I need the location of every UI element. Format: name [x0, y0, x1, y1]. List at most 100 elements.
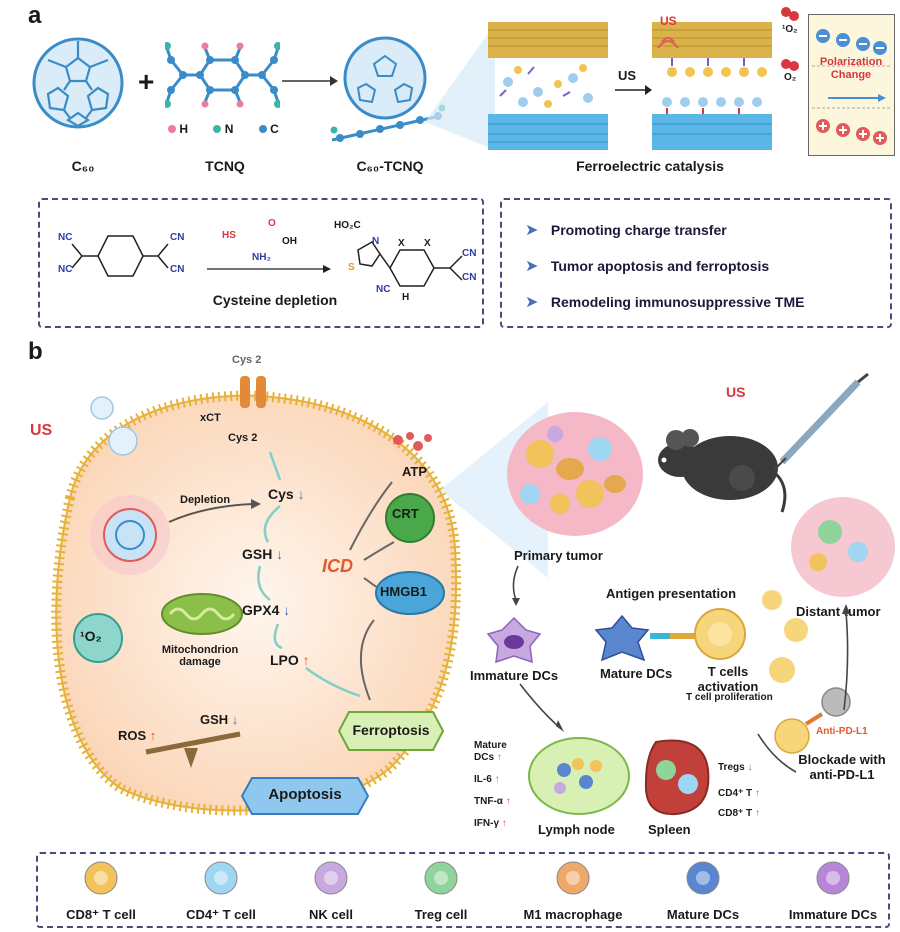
pdl1-cells [774, 687, 851, 754]
chevron-right-icon: ➤ [525, 222, 539, 239]
ferroelectric-catalysis-label: Ferroelectric catalysis [576, 158, 724, 174]
down-arrow-icon: ↓ [283, 602, 291, 618]
down-arrow-icon: ↓ [747, 762, 753, 773]
up-arrow-icon: ↑ [754, 788, 760, 799]
us-arrow [615, 85, 652, 95]
cn-right-bottom: CN [170, 264, 185, 275]
ln-marker-4: IFN-γ ↑ [474, 818, 526, 830]
spleen-marker-text: CD8⁺ T [718, 808, 753, 819]
cysteine-depletion-title: Cysteine depletion [212, 292, 338, 308]
c60-tcnq-label: C₆₀-TCNQ [356, 158, 424, 174]
atom-legend: H N C [168, 122, 279, 136]
atom-n-label: N [224, 122, 234, 136]
panel-b-letter: b [28, 338, 43, 365]
xct-label: xCT [200, 412, 221, 424]
nh2-label: NH₂ [252, 252, 271, 263]
proliferating-t-cells [762, 590, 808, 683]
depletion-arrow [207, 265, 331, 273]
cn-product-bottom: CN [462, 272, 477, 283]
lpo-text: LPO [270, 652, 299, 668]
reaction-arrow [282, 76, 338, 86]
spleen [644, 739, 710, 816]
immature-dcs-label: Immature DCs [470, 668, 559, 683]
mouse [658, 429, 787, 513]
mitochondrion-label: Mitochondrion damage [161, 644, 239, 668]
legend-label: Immature DCs [788, 907, 878, 922]
ferroptosis-badge [337, 711, 445, 751]
blockade-label: Blockade with anti-PD-L1 [798, 752, 886, 782]
benefit-item-2: ➤ Tumor apoptosis and ferroptosis [525, 256, 769, 276]
legend-swatch [556, 861, 590, 895]
syringe-icon [773, 372, 869, 471]
benefit-item-1: ➤ Promoting charge transfer [525, 220, 727, 240]
nanoparticle-entering-2 [108, 426, 138, 456]
zoom-wedge [425, 24, 495, 150]
legend-item: NK cell [276, 858, 386, 922]
ln-markers: Mature DCs ↑ IL-6 ↑ TNF-α ↑ IFN-γ ↑ [474, 740, 526, 830]
us-top-label: US [660, 14, 677, 28]
legend-item: Treg cell [386, 858, 496, 922]
up-arrow-icon: ↑ [754, 808, 760, 819]
hmgb1-protein [375, 571, 445, 615]
spleen-marker-text: Tregs [718, 762, 745, 773]
crt-protein [385, 493, 435, 543]
gsh-label: GSH ↓ [242, 546, 283, 562]
gsh-text: GSH [242, 546, 273, 562]
oxygen-molecules [781, 7, 799, 71]
singlet-oxygen-label-b: ¹O₂ [80, 628, 102, 644]
down-arrow-icon: ↓ [276, 546, 284, 562]
ln-marker-text: Mature DCs [474, 740, 507, 763]
ferroptosis-label: Ferroptosis [352, 722, 430, 738]
up-arrow-icon: ↑ [505, 796, 511, 807]
immune-flow-arrows [512, 565, 850, 773]
ros-label: ROS ↑ [118, 728, 156, 743]
panel-a-letter: a [28, 2, 42, 29]
gpx4-label: GPX4 ↓ [242, 602, 290, 618]
ferroelectric-before [488, 22, 608, 150]
nc-product-label: NC [376, 284, 391, 295]
chevron-right-icon: ➤ [525, 294, 539, 311]
spleen-markers: Tregs ↓ CD4⁺ T ↑ CD8⁺ T ↑ [718, 762, 788, 820]
benefit-text: Tumor apoptosis and ferroptosis [550, 258, 770, 274]
distant-tumor [791, 497, 895, 597]
mature-dcs-label: Mature DCs [600, 666, 673, 681]
legend-swatch [424, 861, 458, 895]
nc-left-top: NC [58, 232, 73, 243]
us-left-label: US [30, 422, 53, 439]
atom-c-label: C [270, 122, 279, 136]
legend-item: Mature DCs [648, 858, 758, 922]
nc-left-bottom: NC [58, 264, 73, 275]
change-word: Change [830, 69, 872, 81]
x1-label: X [398, 238, 405, 249]
distant-tumor-label: Distant tumor [796, 604, 881, 619]
legend-swatch [816, 861, 850, 895]
legend-swatch [84, 861, 118, 895]
legend-label: CD8⁺ T cell [66, 907, 136, 922]
benefit-text: Promoting charge transfer [550, 222, 727, 238]
legend-label: Treg cell [414, 907, 468, 922]
ferroelectric-after [652, 22, 772, 150]
spleen-marker-2: CD4⁺ T ↑ [718, 788, 788, 800]
legend-item: CD8⁺ T cell [46, 858, 156, 923]
mitochondrion [161, 593, 243, 635]
ln-marker-3: TNF-α ↑ [474, 796, 526, 808]
legend-swatch [686, 861, 720, 895]
h-product-label: H [402, 292, 410, 303]
legend-label: CD4⁺ T cell [186, 907, 256, 922]
lpo-label: LPO ↑ [270, 652, 310, 668]
gpx4-text: GPX4 [242, 602, 280, 618]
ln-marker-1: Mature DCs ↑ [474, 740, 526, 764]
ln-marker-text: TNF-α [474, 796, 503, 807]
ln-marker-2: IL-6 ↑ [474, 774, 526, 786]
atom-h-label: H [179, 122, 189, 136]
lymph-node [528, 737, 630, 815]
benefits-box [500, 198, 892, 328]
t-activation-label: T cells activation [697, 664, 759, 694]
up-arrow-icon: ↑ [494, 774, 500, 785]
seesaw [145, 731, 241, 768]
legend-swatch [204, 861, 238, 895]
immature-dc-cell [486, 616, 542, 664]
polarization-label: Polarization Change [812, 56, 890, 82]
t-proliferation-label: T cell proliferation [686, 692, 773, 703]
anti-pdl1-label: Anti-PD-L1 [816, 726, 868, 737]
